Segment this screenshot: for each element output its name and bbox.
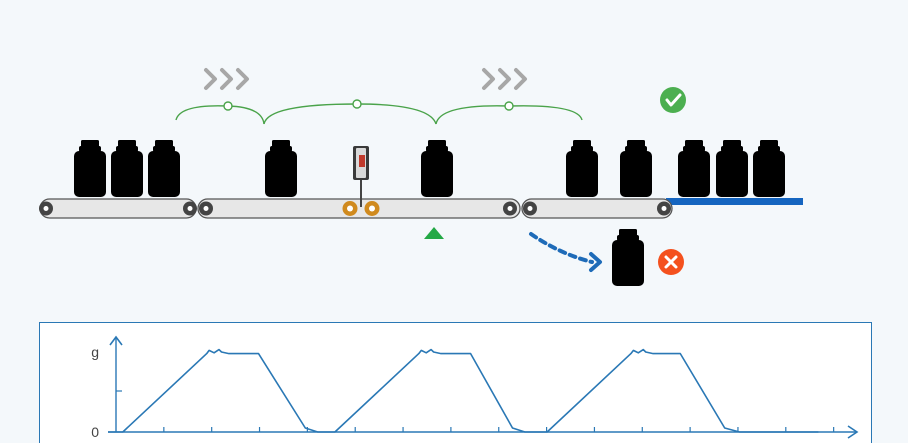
- roller: [39, 201, 53, 216]
- flow-arrows-left: [204, 68, 249, 90]
- weight-signal-line: [108, 348, 819, 433]
- reject-path-arrow: [529, 232, 594, 264]
- chevron-right-icon: [589, 252, 602, 272]
- weight-signal-panel: [39, 322, 872, 443]
- conveyor-belt: [197, 198, 521, 219]
- arc-node: [352, 99, 362, 109]
- arc-node: [223, 101, 233, 111]
- y-axis-arrowhead: [109, 335, 123, 346]
- roller: [503, 201, 517, 216]
- photoelectric-sensor-icon: [353, 146, 369, 207]
- roller: [183, 201, 197, 216]
- flow-arrows-right: [482, 68, 527, 90]
- conveyor-output: [521, 198, 673, 219]
- conveyor-inspection-diagram: [39, 68, 803, 286]
- arc-node: [504, 101, 514, 111]
- sensor-roller: [342, 201, 358, 216]
- roller: [657, 201, 671, 216]
- roller: [199, 201, 213, 216]
- roller: [523, 201, 537, 216]
- triangle-up-icon: [424, 227, 444, 239]
- check-circle-icon: [660, 87, 686, 113]
- x-axis-ticks: [163, 427, 835, 432]
- conveyor-weighing: [197, 198, 521, 219]
- y-tick-label: 0: [91, 424, 99, 440]
- sensor-roller: [364, 201, 380, 216]
- spacing-arcs: [175, 99, 583, 125]
- conveyor-input: [39, 198, 197, 219]
- chevron-right-triple-icon: [482, 68, 527, 90]
- x-circle-icon: [658, 249, 684, 275]
- x-axis-arrowhead: [847, 425, 859, 439]
- chevron-right-triple-icon: [204, 68, 249, 90]
- y-axis-label: g: [91, 344, 99, 360]
- output-belt: [666, 198, 803, 205]
- conveyor-belt: [521, 198, 673, 219]
